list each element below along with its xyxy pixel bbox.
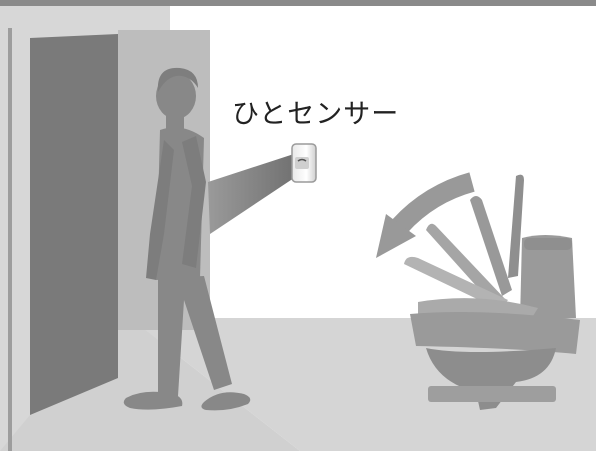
sensor-beam [208,152,300,234]
door-panel [30,34,118,415]
sensor-label: ひとセンサー [232,92,399,131]
top-band [0,0,596,6]
lid-open-arrow [376,182,472,258]
door-jamb [8,28,12,451]
sensor-device [292,144,316,182]
